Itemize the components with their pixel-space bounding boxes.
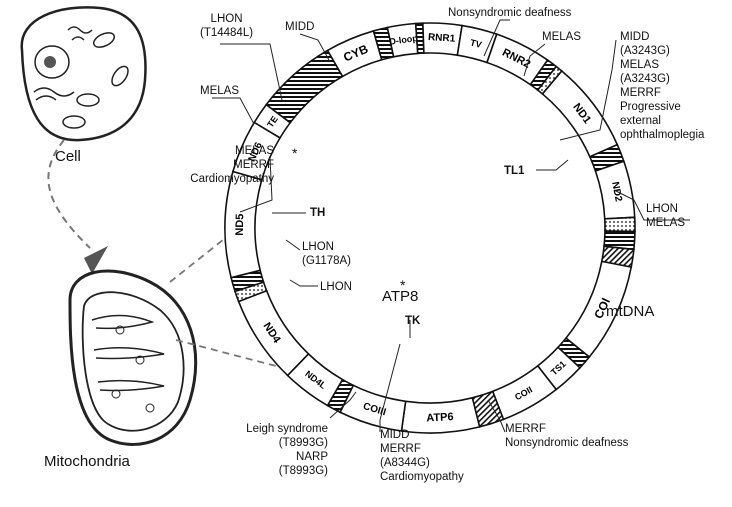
leader-line — [289, 279, 318, 287]
leader-line — [220, 43, 283, 101]
label-melas-nd5: MELAS — [200, 85, 239, 97]
label-ts1-diseases: MERRF Nonsyndromic deafness — [505, 423, 629, 449]
cell-caption: Cell — [55, 148, 81, 165]
label-midd-nd6: MIDD — [285, 21, 315, 33]
trna-band — [603, 216, 636, 233]
label-lhon-nd4l: LHON — [320, 281, 352, 293]
gene-label-rnr1: RNR1 — [428, 32, 456, 45]
leader-line — [613, 189, 690, 221]
label-th-diseases: MELAS MERRF Cardiomyopathy — [190, 145, 274, 185]
label-lhon-g1178a: LHON (G1178A) — [302, 241, 352, 267]
cell-illustration — [20, 6, 147, 142]
label-tk-diseases: MIDD MERRF (A8344G) Cardiomyopathy — [380, 429, 464, 483]
leader-line — [285, 239, 301, 251]
gene-label-dloop: D-loop — [389, 33, 419, 47]
trna-band — [265, 49, 344, 124]
leader-line — [379, 343, 401, 432]
leader-line — [329, 391, 357, 419]
leader-line — [487, 399, 506, 433]
gene-label-nd2: ND2 — [609, 181, 624, 203]
leader-line — [536, 159, 569, 171]
star-marker-atp8: * — [400, 277, 406, 293]
cell-to-mito-arrow — [47, 139, 91, 249]
arrow-head — [84, 246, 108, 274]
leader-line — [212, 97, 255, 125]
label-tl1-diseases: MIDD (A3243G) MELAS (A3243G) MERRF Progr… — [620, 31, 705, 141]
star-marker-nd5: * — [292, 145, 298, 161]
gene-tl1-label: TL1 — [504, 165, 525, 177]
mtdna-caption: mtDNA — [606, 303, 655, 320]
leader-lines — [212, 19, 690, 433]
label-nd1-diseases: LHON MELAS — [646, 203, 685, 229]
label-nonsyndromic-rnr1: Nonsyndromic deafness — [448, 7, 572, 19]
gene-tk-label: TK — [405, 315, 421, 327]
leader-line — [483, 19, 510, 57]
leader-line — [523, 43, 546, 77]
label-lhon-t14484l: LHON (T14484L) — [200, 13, 254, 39]
gene-label-atp6: ATP6 — [426, 411, 454, 424]
leader-line — [559, 39, 617, 141]
gene-atp8-label: ATP8 — [382, 288, 419, 305]
label-melas-tv: MELAS — [542, 31, 581, 43]
gene-label-nd5: ND5 — [234, 214, 246, 236]
mitochondrion-illustration — [68, 269, 198, 446]
leader-line — [239, 157, 273, 213]
leader-line — [299, 33, 331, 63]
gene-label-tv: TV — [469, 37, 483, 49]
gene-th-label: TH — [310, 207, 326, 219]
label-leigh-diseases: Leigh syndrome (T8993G) NARP (T8993G) — [246, 423, 328, 477]
mitochondria-caption: Mitochondria — [44, 453, 130, 470]
